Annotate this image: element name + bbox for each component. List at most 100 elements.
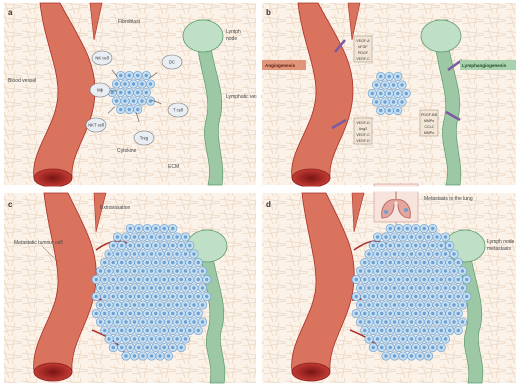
tumour-cell xyxy=(139,250,147,258)
tumour-cell xyxy=(92,275,100,283)
tumour-cell xyxy=(130,335,138,343)
tumour-cell xyxy=(382,284,390,292)
tumour-cell xyxy=(125,71,133,79)
lymph-node xyxy=(183,20,223,52)
tumour-cell xyxy=(382,233,390,241)
tumour-cell xyxy=(437,258,445,266)
tumour-cell xyxy=(181,250,189,258)
tumour-cell xyxy=(382,318,390,326)
tumour-cell xyxy=(454,326,462,334)
tumour-cell xyxy=(92,309,100,317)
tumour-cell xyxy=(395,275,403,283)
tumour-cell xyxy=(169,343,177,351)
tumour-cell xyxy=(118,343,126,351)
tumour-cell xyxy=(365,318,373,326)
tumour-cell xyxy=(441,233,449,241)
tumour-cell xyxy=(126,224,134,232)
tumour-cell xyxy=(373,284,381,292)
tumour-cell xyxy=(160,343,168,351)
tumour-cell xyxy=(390,267,398,275)
label-fibroblast: Fibroblast xyxy=(118,19,141,25)
tumour-cell xyxy=(105,335,113,343)
tumour-cell xyxy=(441,267,449,275)
tumour-cell xyxy=(378,275,386,283)
tumour-cell xyxy=(164,267,172,275)
label-cytokine: Cytokine xyxy=(117,148,137,154)
tumour-cell xyxy=(169,224,177,232)
immune-cell-label: DC xyxy=(169,60,175,65)
panel-a: a Blood vessel Lymph node Lymphatic vess… xyxy=(4,3,264,187)
tumour-cell xyxy=(412,241,420,249)
tumour-cell xyxy=(143,309,151,317)
tumour-cell xyxy=(143,275,151,283)
tumour-cell xyxy=(390,233,398,241)
tumour-cell xyxy=(118,309,126,317)
tumour-cell xyxy=(429,275,437,283)
tumour-cell xyxy=(416,301,424,309)
tumour-cell xyxy=(446,275,454,283)
tumour-cell xyxy=(385,106,393,114)
tumour-cell xyxy=(169,309,177,317)
tumour-cell xyxy=(416,335,424,343)
tumour-cell xyxy=(142,88,150,96)
tumour-cell xyxy=(109,326,117,334)
tumour-cell xyxy=(356,284,364,292)
blood-vessel-lumen xyxy=(34,363,72,381)
tumour-cell xyxy=(177,292,185,300)
tumour-cell xyxy=(420,309,428,317)
tumour-cell xyxy=(429,326,437,334)
lymphangiogenesis-label: Lymphangiogenesis xyxy=(462,63,507,68)
tumour-cell xyxy=(412,275,420,283)
tumour-cell xyxy=(164,284,172,292)
tumour-cell xyxy=(194,292,202,300)
label-blood-vessel: Blood vessel xyxy=(8,78,36,84)
tumour-cell xyxy=(186,275,194,283)
tumour-cell xyxy=(386,224,394,232)
lymph-node xyxy=(421,20,461,52)
tumour-cell xyxy=(361,309,369,317)
tumour-cell xyxy=(109,275,117,283)
tumour-cell xyxy=(139,352,147,360)
tumour-cell xyxy=(117,105,125,113)
tumour-cell xyxy=(407,250,415,258)
tumour-cell xyxy=(412,224,420,232)
factor-label: PDGF-BB xyxy=(421,113,438,117)
tumour-cell xyxy=(429,292,437,300)
tumour-cell xyxy=(429,224,437,232)
tumour-cell xyxy=(164,352,172,360)
tumour-cell xyxy=(437,292,445,300)
tumour-cell xyxy=(377,72,385,80)
tumour-cell xyxy=(433,301,441,309)
tumour-cell xyxy=(437,275,445,283)
tumour-cell xyxy=(135,343,143,351)
tumour-cell xyxy=(160,309,168,317)
blood-vessel-lumen xyxy=(34,169,72,187)
tumour-cell xyxy=(395,326,403,334)
tumour-cell xyxy=(403,309,411,317)
tumour-cell xyxy=(403,326,411,334)
factor-label: VEGF-D xyxy=(356,121,370,125)
label-lymph-node-1: Lymph xyxy=(226,29,241,35)
tumour-cell xyxy=(129,80,137,88)
tumour-cell xyxy=(173,318,181,326)
tumour-cell xyxy=(407,233,415,241)
immune-cell-label: Treg xyxy=(140,136,149,141)
tumour-cell xyxy=(143,343,151,351)
tumour-cell xyxy=(403,258,411,266)
tumour-cell xyxy=(134,88,142,96)
tumour-cell xyxy=(118,258,126,266)
factor-label: VEGF-A xyxy=(356,39,370,43)
tumour-cell xyxy=(181,335,189,343)
tumour-cell xyxy=(373,301,381,309)
tumour-cell xyxy=(385,89,393,97)
tumour-cell xyxy=(143,241,151,249)
tumour-cell xyxy=(420,275,428,283)
tumour-cell xyxy=(96,318,104,326)
tumour-cell xyxy=(138,97,146,105)
tumour-cell xyxy=(352,292,360,300)
tumour-cell xyxy=(407,301,415,309)
tumour-cell xyxy=(118,292,126,300)
tumour-cell xyxy=(122,250,130,258)
tumour-cell xyxy=(390,301,398,309)
tumour-cell xyxy=(437,326,445,334)
